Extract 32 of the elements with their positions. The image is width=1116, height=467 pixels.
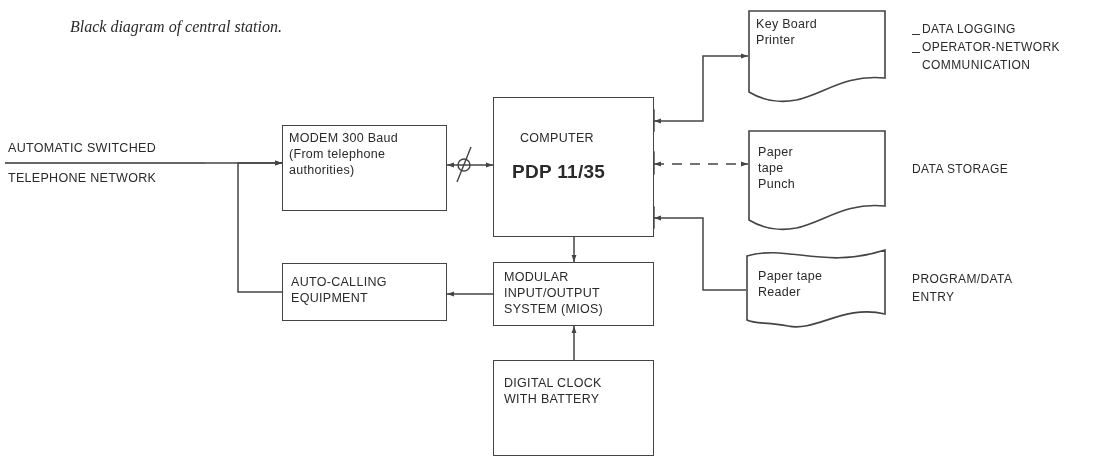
network-label: AUTOMATIC SWITCHED xyxy=(8,140,156,156)
arrow xyxy=(653,215,747,291)
box-label: MODULAR INPUT/OUTPUT SYSTEM (MIOS) xyxy=(504,269,605,317)
arrow xyxy=(571,325,577,361)
function-note: DATA STORAGE xyxy=(912,161,1010,178)
box-label: Paper tape Reader xyxy=(758,268,824,300)
box-label: COMPUTER xyxy=(520,130,595,146)
function-note: DATA LOGGING xyxy=(922,21,1017,38)
arrow xyxy=(237,160,283,293)
model-label: PDP 11/35 xyxy=(512,164,607,180)
arrow xyxy=(446,162,494,168)
box-label: DIGITAL CLOCK WITH BATTERY xyxy=(504,375,603,407)
box-label: Paper tape Punch xyxy=(758,144,796,192)
punched-tape-shape xyxy=(746,248,886,326)
process-box xyxy=(282,263,447,321)
arrow xyxy=(653,53,749,124)
arrow xyxy=(446,291,494,297)
process-box xyxy=(282,125,447,211)
box-label: Key Board Printer xyxy=(756,16,819,48)
document-shape xyxy=(748,130,886,230)
network-label: TELEPHONE NETWORK xyxy=(8,170,157,186)
function-note: PROGRAM/DATA ENTRY xyxy=(912,271,1013,306)
arrow xyxy=(571,236,577,263)
process-box xyxy=(493,97,654,237)
box-label: AUTO-CALLING EQUIPMENT xyxy=(291,274,388,306)
figure-title: Black diagram of central station. xyxy=(70,18,282,36)
arrow xyxy=(653,161,749,167)
box-label: MODEM 300 Baud (From telephone authorities) xyxy=(289,130,400,178)
document-shape xyxy=(748,10,886,102)
process-box xyxy=(493,360,654,456)
process-box xyxy=(493,262,654,326)
function-note: OPERATOR-NETWORK COMMUNICATION xyxy=(922,39,1061,74)
